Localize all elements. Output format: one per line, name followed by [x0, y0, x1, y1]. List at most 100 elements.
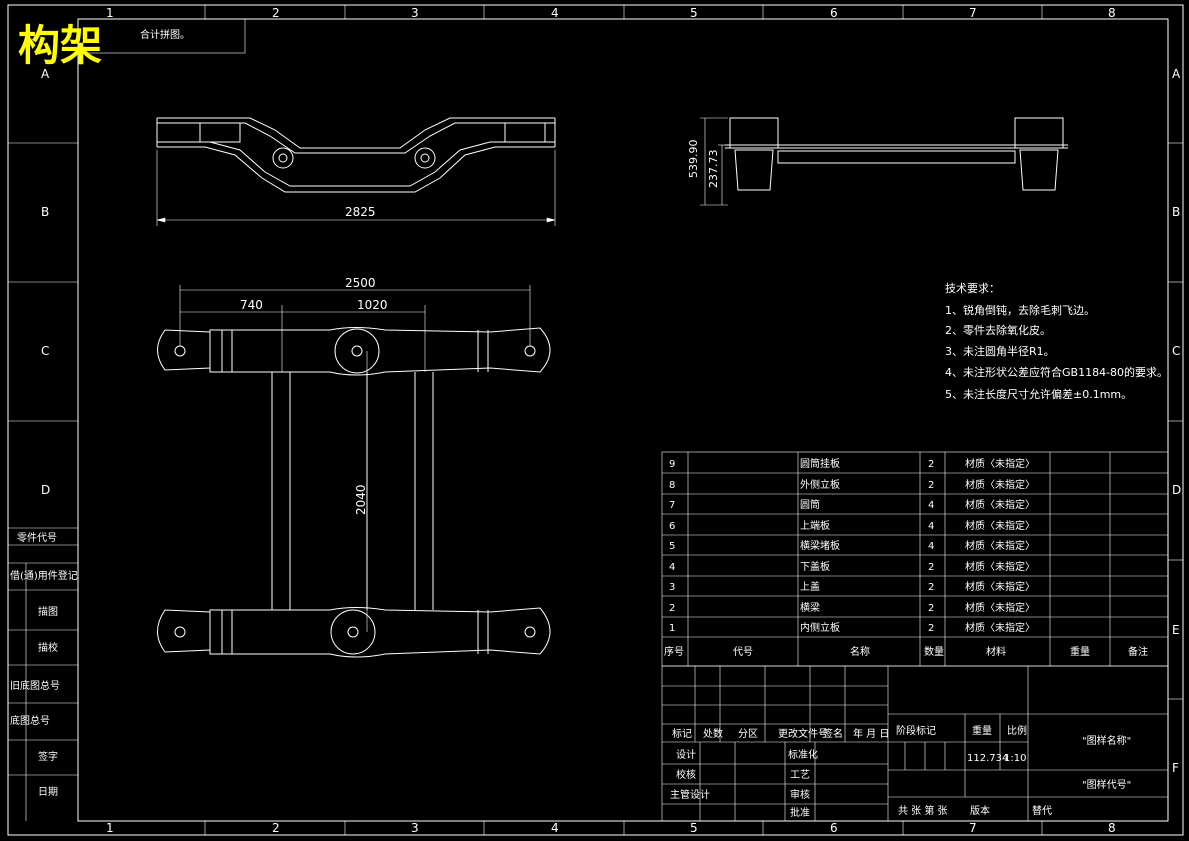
bom-no: 9 [669, 459, 675, 470]
tech-item: 5、未注长度尺寸允许偏差±0.1mm。 [945, 387, 1132, 401]
left-label: 签字 [38, 750, 58, 763]
bom-no: 2 [669, 603, 675, 614]
dim-plan [179, 285, 531, 632]
bom-no: 4 [669, 562, 675, 573]
inner-frame [77, 18, 1169, 822]
left-label: 旧底图总号 [10, 679, 60, 692]
dim-label-1020: 1020 [357, 298, 388, 312]
col-label: 6 [830, 6, 838, 20]
dim-label-539: 539.90 [687, 140, 700, 179]
bom-name: 上盖 [800, 580, 820, 593]
col-label: 2 [272, 821, 280, 835]
row-label: D [1172, 483, 1181, 497]
grid-rows [8, 142, 1183, 700]
side-view [156, 117, 556, 193]
grid-columns-top [204, 5, 1043, 19]
col-label: 1 [106, 821, 114, 835]
drawing-title: 构架 [18, 21, 102, 70]
dim-side-length [156, 150, 556, 226]
left-label-table [8, 527, 78, 821]
tb-label: 重量 [972, 724, 992, 737]
dim-label-2500: 2500 [345, 276, 376, 290]
bom-header: 序号 [664, 645, 684, 658]
bom-qty: 2 [928, 459, 934, 470]
bom-name: 圆筒 [800, 498, 820, 511]
bom-no: 5 [669, 541, 675, 552]
col-label: 4 [551, 821, 559, 835]
tb-label: 工艺 [790, 769, 810, 781]
tech-item: 1、锐角倒钝，去除毛刺飞边。 [945, 303, 1095, 317]
col-label: 1 [106, 6, 114, 20]
bom-qty: 2 [928, 582, 934, 593]
tb-replace: 替代 [1032, 804, 1052, 817]
col-label: 7 [969, 821, 977, 835]
col-label: 8 [1108, 821, 1116, 835]
row-label: A [1172, 67, 1181, 81]
outer-frame [7, 4, 1184, 836]
col-label: 2 [272, 6, 280, 20]
bom-no: 8 [669, 480, 675, 491]
bom-qty: 4 [928, 500, 934, 511]
bom-name: 上端板 [800, 519, 830, 532]
tb-label: 签名 [823, 727, 843, 740]
col-label: 6 [830, 821, 838, 835]
left-label: 日期 [38, 786, 58, 798]
row-label: C [41, 344, 49, 358]
tb-drawing-name: "图样名称" [1082, 734, 1131, 747]
row-label: B [41, 205, 49, 219]
bom-no: 6 [669, 521, 675, 532]
bom-name: 横梁 [800, 601, 820, 614]
bom-header: 材料 [986, 645, 1006, 658]
bom-qty: 4 [928, 541, 934, 552]
bom-material: 材质〈未指定〉 [965, 478, 1035, 491]
tb-label: 标准化 [788, 748, 818, 761]
bom-name: 横梁堵板 [800, 539, 840, 552]
bom-name: 下盖板 [800, 560, 830, 573]
bom-material: 材质〈未指定〉 [965, 621, 1035, 634]
tb-label: 处数 [703, 727, 723, 740]
tech-item: 4、未注形状公差应符合GB1184-80的要求。 [945, 365, 1168, 379]
left-label: 零件代号 [17, 532, 57, 544]
tb-label: 设计 [676, 748, 696, 761]
left-label: 描校 [38, 641, 58, 654]
tb-label: 批准 [790, 806, 810, 819]
tb-sheets: 共 张 第 张 [898, 804, 948, 817]
bom-material: 材质〈未指定〉 [965, 560, 1035, 573]
bom-header: 重量 [1070, 645, 1090, 658]
dim-label-740: 740 [240, 298, 263, 312]
bom-qty: 2 [928, 562, 934, 573]
tb-label: 分区 [738, 728, 758, 740]
bom-header: 名称 [850, 645, 870, 658]
title-block [661, 665, 1169, 822]
row-label: B [1172, 205, 1180, 219]
col-label: 4 [551, 6, 559, 20]
tech-item: 2、零件去除氧化皮。 [945, 323, 1051, 337]
bom-name: 外侧立板 [800, 478, 840, 491]
col-label: 8 [1108, 6, 1116, 20]
tb-weight: 112.734 [967, 753, 1008, 764]
left-label: 借(通)用件登记 [10, 569, 78, 582]
tb-label: 审核 [790, 788, 810, 801]
row-label: A [41, 67, 50, 81]
end-view [725, 117, 1068, 191]
header-box [77, 18, 246, 54]
bom-material: 材质〈未指定〉 [965, 580, 1035, 593]
bom-no: 1 [669, 623, 675, 634]
dim-end-height [700, 117, 728, 206]
col-label: 7 [969, 6, 977, 20]
bom-name: 内侧立板 [800, 621, 840, 634]
row-label: E [1172, 623, 1180, 637]
tb-label: 校核 [676, 768, 696, 781]
bom-no: 3 [669, 582, 675, 593]
bom-material: 材质〈未指定〉 [965, 457, 1035, 470]
tech-heading: 技术要求： [945, 282, 1000, 295]
tb-drawing-code: "图样代号" [1082, 778, 1131, 791]
tb-label: 主管设计 [670, 788, 710, 801]
bom-material: 材质〈未指定〉 [965, 601, 1035, 614]
left-label: 底图总号 [10, 714, 50, 727]
grid-columns-bottom [204, 821, 1043, 835]
tb-label: 年 月 日 [853, 727, 889, 740]
tb-label: 阶段标记 [896, 724, 936, 737]
bom-qty: 2 [928, 480, 934, 491]
